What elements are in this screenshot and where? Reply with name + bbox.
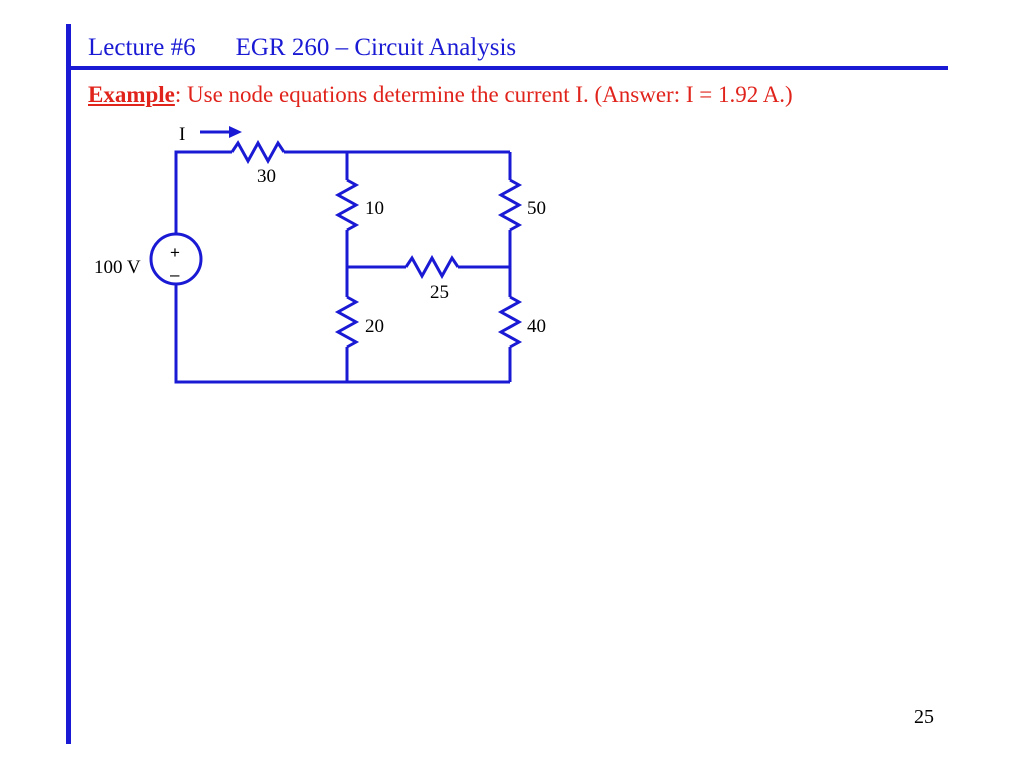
example-text: : Use node equations determine the curre… <box>174 82 793 107</box>
course-title: EGR 260 – Circuit Analysis <box>235 34 517 61</box>
resistor-40 <box>497 295 523 349</box>
example-statement: Example: Use node equations determine th… <box>88 82 793 108</box>
resistor-50 <box>497 178 523 232</box>
resistor-25 <box>404 254 460 280</box>
current-label: I <box>179 124 185 145</box>
resistor-20-label: 20 <box>365 316 384 337</box>
resistor-10-label: 10 <box>365 198 384 219</box>
current-arrow-head <box>229 126 242 138</box>
page-number: 25 <box>914 706 934 728</box>
source-minus-sign: – <box>170 265 180 284</box>
resistor-50-label: 50 <box>527 198 546 219</box>
resistor-40-label: 40 <box>527 316 546 337</box>
resistor-25-label: 25 <box>430 282 449 303</box>
resistor-20 <box>334 295 360 349</box>
resistor-30-label: 30 <box>257 166 276 187</box>
title-underline <box>66 66 948 70</box>
source-label: 100 V <box>94 257 141 278</box>
left-accent-bar <box>66 24 71 744</box>
wire-top-left <box>174 150 232 234</box>
resistor-10 <box>334 178 360 232</box>
source-plus-sign: + <box>170 243 180 262</box>
resistor-30 <box>230 139 286 165</box>
voltage-source <box>149 232 203 286</box>
example-label: Example <box>88 82 175 107</box>
lecture-number: Lecture #6 <box>88 34 196 61</box>
slide-header: Lecture #6 EGR 260 – Circuit Analysis <box>88 34 516 62</box>
wire-bottom <box>174 284 510 384</box>
